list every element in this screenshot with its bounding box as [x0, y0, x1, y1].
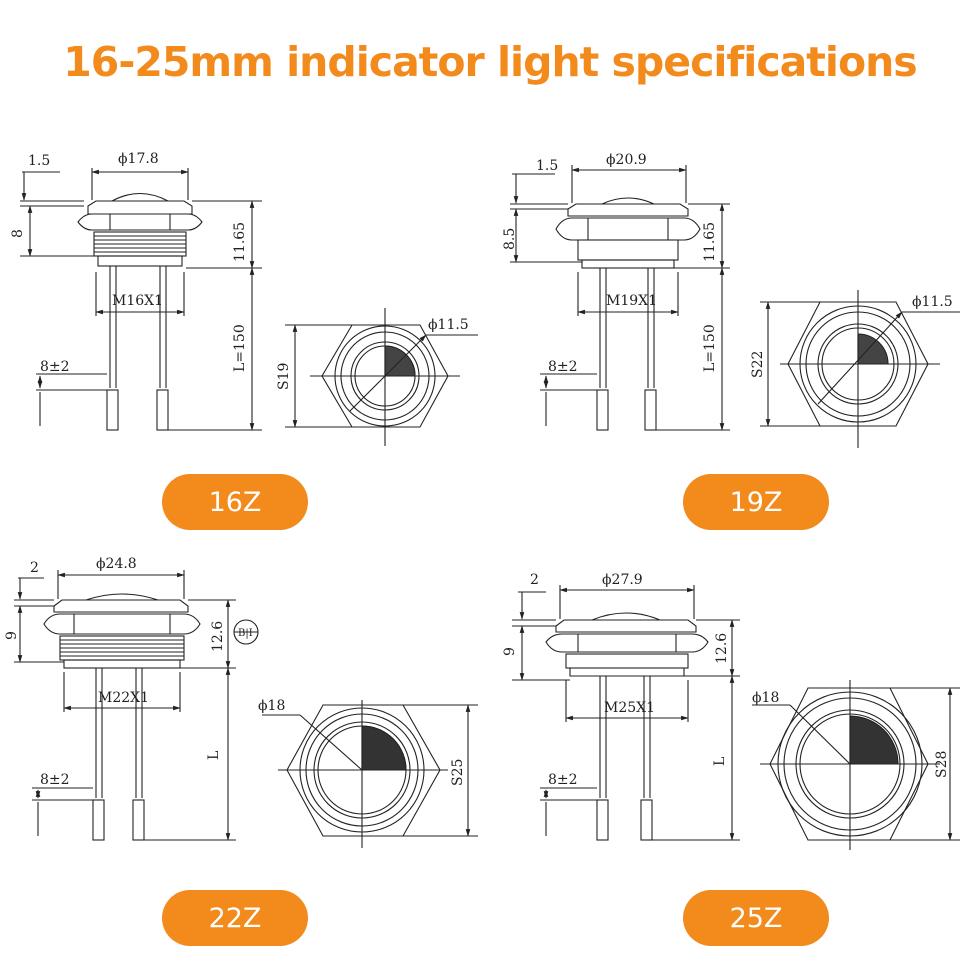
label-25z-hex: S28: [934, 751, 950, 778]
label-22z-lens: ϕ18: [258, 698, 285, 714]
front-labels-22z: ϕ18 S25: [258, 698, 466, 786]
label-25z-body: 12.6: [714, 633, 730, 664]
label-19z-thread: M19X1: [606, 293, 657, 309]
label-25z-flange: 2: [530, 572, 539, 588]
label-25z-diameter: ϕ27.9: [602, 572, 643, 588]
front-labels-19z: ϕ11.5 S22: [750, 294, 953, 378]
label-16z-tip: 8±2: [40, 359, 70, 375]
label-25z-lead: L: [712, 757, 728, 766]
label-22z-section: B|I: [238, 628, 253, 639]
label-19z-lead: L=150: [702, 324, 718, 372]
label-19z-height: 8.5: [502, 228, 518, 250]
front-view-19z: [760, 290, 960, 448]
label-22z-flange: 2: [30, 560, 39, 576]
model-badge-16z: 16Z: [162, 474, 308, 530]
model-badge-25z: 25Z: [683, 890, 829, 946]
label-25z-lens: ϕ18: [752, 690, 779, 706]
model-badge-22z: 22Z: [162, 890, 308, 946]
label-22z-body: 12.6: [210, 621, 226, 652]
side-view-19z: [510, 165, 730, 431]
label-16z-lead: L=150: [232, 324, 248, 372]
label-22z-diameter: ϕ24.8: [96, 556, 137, 572]
front-view-25z: [752, 680, 960, 850]
model-badge-19z: 19Z: [683, 474, 829, 530]
label-22z-lead: L: [206, 751, 222, 760]
labels-25z: 2 ϕ27.9 9 12.6 L M25X1 8±2: [502, 572, 730, 788]
label-19z-body: 11.65: [702, 222, 718, 262]
label-16z-hex: S19: [276, 363, 292, 390]
side-view-16z: [20, 168, 262, 431]
labels-16z: 1.5 ϕ17.8 8 11.65 L=150 M16X1 8±2: [10, 151, 248, 375]
front-labels-16z: ϕ11.5 S19: [276, 317, 469, 390]
label-19z-lens: ϕ11.5: [912, 294, 953, 310]
label-25z-tip: 8±2: [548, 772, 578, 788]
front-view-22z: [262, 700, 478, 848]
label-22z-height: 9: [4, 631, 20, 640]
front-labels-25z: ϕ18 S28: [752, 690, 950, 778]
front-view-16z: [285, 308, 478, 446]
label-22z-thread: M22X1: [98, 690, 149, 706]
label-16z-flange: 1.5: [28, 153, 50, 169]
label-19z-flange: 1.5: [536, 158, 558, 174]
label-22z-tip: 8±2: [40, 772, 70, 788]
label-16z-diameter: ϕ17.8: [118, 151, 159, 167]
label-19z-diameter: ϕ20.9: [606, 152, 647, 168]
label-19z-tip: 8±2: [548, 359, 578, 375]
label-19z-hex: S22: [750, 351, 766, 378]
side-view-22z: [14, 570, 259, 841]
label-16z-height: 8: [10, 229, 26, 238]
label-16z-thread: M16X1: [112, 293, 163, 309]
labels-22z: 2 ϕ24.8 9 12.6 L M22X1 8±2 B|I: [4, 556, 253, 788]
labels-19z: 1.5 ϕ20.9 8.5 11.65 L=150 M19X1 8±2: [502, 152, 718, 375]
page-title: 16-25mm indicator light specifications: [63, 38, 917, 86]
label-16z-lens: ϕ11.5: [428, 317, 469, 333]
label-22z-hex: S25: [450, 759, 466, 786]
label-16z-body: 11.65: [232, 222, 248, 262]
label-25z-thread: M25X1: [604, 700, 655, 716]
label-25z-height: 9: [502, 647, 518, 656]
side-view-25z: [512, 585, 740, 841]
